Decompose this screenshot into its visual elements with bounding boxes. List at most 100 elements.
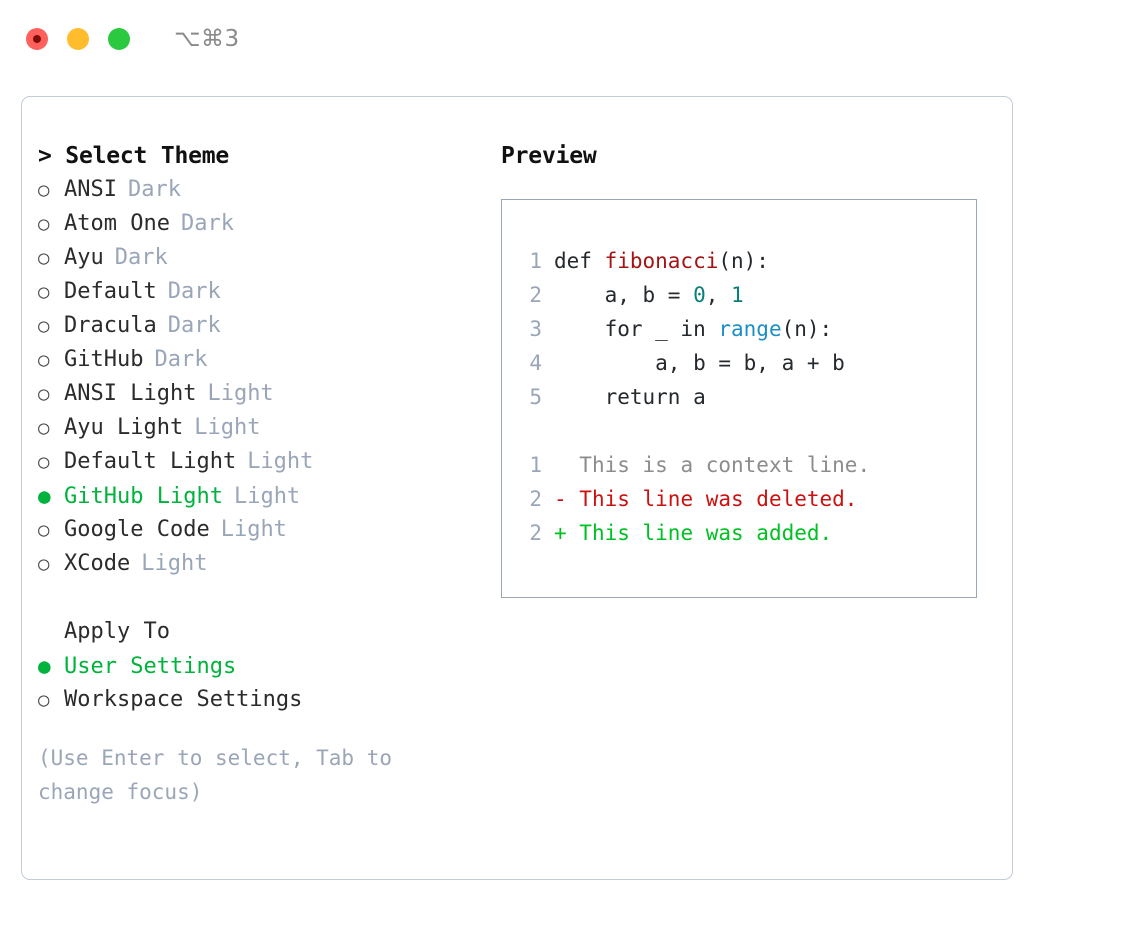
radio-unselected-icon: ○ — [38, 213, 50, 235]
theme-option-tag: Light — [207, 381, 274, 406]
theme-option-label: Atom One — [64, 211, 170, 236]
code-diff-spacer — [516, 414, 976, 448]
code-token-plain: (n): — [781, 317, 833, 341]
code-line: 2 a, b = 0, 1 — [516, 278, 976, 312]
radio-unselected-icon: ○ — [38, 519, 50, 541]
diff-line-text: This line was added. — [579, 521, 833, 545]
diff-line-number: 2 — [529, 487, 542, 511]
code-token-function: fibonacci — [604, 249, 719, 273]
theme-option-google-code[interactable]: ○ Google Code Light — [38, 513, 508, 547]
code-token-number: 1 — [731, 283, 744, 307]
radio-unselected-icon: ○ — [38, 179, 50, 201]
radio-unselected-icon: ○ — [38, 349, 50, 371]
theme-option-atom-one[interactable]: ○ Atom One Dark — [38, 207, 508, 241]
theme-option-tag: Dark — [180, 211, 234, 236]
theme-option-label: GitHub — [64, 347, 144, 372]
radio-selected-icon: ● — [38, 484, 51, 508]
traffic-lights — [26, 28, 130, 50]
theme-option-tag: Light — [220, 517, 287, 542]
theme-option-tag: Dark — [114, 245, 168, 270]
theme-option-tag: Light — [194, 415, 261, 440]
preview-title: Preview — [501, 143, 597, 169]
theme-option-tag: Light — [141, 551, 208, 576]
theme-option-tag: Dark — [167, 279, 221, 304]
radio-unselected-icon: ○ — [38, 281, 50, 303]
code-line-number: 4 — [529, 351, 542, 375]
theme-option-xcode[interactable]: ○ XCode Light — [38, 547, 508, 581]
diff-marker: + — [554, 521, 580, 545]
code-token-plain: def — [554, 249, 605, 273]
radio-unselected-icon: ○ — [38, 689, 50, 711]
radio-unselected-icon: ○ — [38, 383, 50, 405]
theme-option-tag: Dark — [154, 347, 208, 372]
diff-line-text: This line was deleted. — [579, 487, 858, 511]
apply-to-option-user-settings[interactable]: ● User Settings — [38, 649, 508, 683]
code-token-plain: (n): — [718, 249, 769, 273]
apply-to-option-workspace-settings[interactable]: ○ Workspace Settings — [38, 683, 508, 717]
diff-line-context: 1 This is a context line. — [516, 448, 976, 482]
radio-selected-icon: ● — [38, 654, 51, 678]
apply-to-option-label: User Settings — [64, 654, 237, 679]
theme-option-label: Ayu Light — [64, 415, 184, 440]
diff-line-deleted: 2- This line was deleted. — [516, 482, 976, 516]
code-token-number: 0 — [693, 283, 706, 307]
minimize-button[interactable] — [67, 28, 89, 50]
theme-option-github[interactable]: ○ GitHub Dark — [38, 343, 508, 377]
theme-option-tag: Light — [247, 449, 314, 474]
theme-option-ayu[interactable]: ○ Ayu Dark — [38, 241, 508, 275]
code-line: 1 def fibonacci(n): — [516, 244, 976, 278]
code-token-plain: a, b = b, a + b — [554, 351, 845, 375]
close-button[interactable] — [26, 28, 48, 50]
page-title: > Select Theme — [38, 143, 230, 169]
code-line: 4 a, b = b, a + b — [516, 346, 976, 380]
diff-line-number: 1 — [529, 453, 542, 477]
apply-to-heading-row: ○ Apply To — [38, 615, 508, 649]
diff-marker: - — [554, 487, 580, 511]
apply-to-heading: Apply To — [64, 619, 170, 644]
code-line-number: 1 — [529, 249, 542, 273]
radio-unselected-icon: ○ — [38, 451, 50, 473]
diff-marker — [554, 448, 579, 482]
theme-option-tag: Light — [233, 484, 301, 509]
apply-to-option-label: Workspace Settings — [64, 687, 303, 712]
theme-option-label: Google Code — [64, 517, 210, 542]
bullet-placeholder-icon: ○ — [38, 615, 64, 649]
theme-option-github-light[interactable]: ● GitHub Light Light — [38, 479, 508, 513]
maximize-button[interactable] — [108, 28, 130, 50]
theme-option-label: GitHub Light — [64, 484, 223, 509]
diff-line-number: 2 — [529, 521, 542, 545]
list-spacer — [38, 581, 508, 615]
apply-to-list: ● User Settings ○ Workspace Settings — [38, 649, 508, 717]
keyboard-hint: (Use Enter to select, Tab to change focu… — [38, 746, 393, 804]
code-token-call: range — [718, 317, 782, 341]
code-line-number: 2 — [529, 283, 542, 307]
theme-option-label: XCode — [64, 551, 131, 576]
diff-line-text: This is a context line. — [579, 453, 871, 477]
radio-unselected-icon: ○ — [38, 417, 50, 439]
diff-sample: 1 This is a context line.2- This line wa… — [516, 448, 976, 550]
theme-option-label: Ayu — [64, 245, 104, 270]
radio-unselected-icon: ○ — [38, 553, 50, 575]
window-titlebar: ⌥⌘3 — [0, 0, 1140, 78]
code-token-plain: , — [705, 283, 732, 307]
code-line-number: 3 — [529, 317, 542, 341]
radio-unselected-icon: ○ — [38, 247, 50, 269]
theme-option-label: ANSI — [64, 177, 117, 202]
theme-option-tag: Dark — [167, 313, 221, 338]
code-line-number: 5 — [529, 385, 542, 409]
code-line-content: def fibonacci(n): — [554, 244, 769, 278]
code-token-plain: return a — [554, 385, 706, 409]
theme-option-ayu-light[interactable]: ○ Ayu Light Light — [38, 411, 508, 445]
code-token-plain: a, b = — [554, 283, 694, 307]
